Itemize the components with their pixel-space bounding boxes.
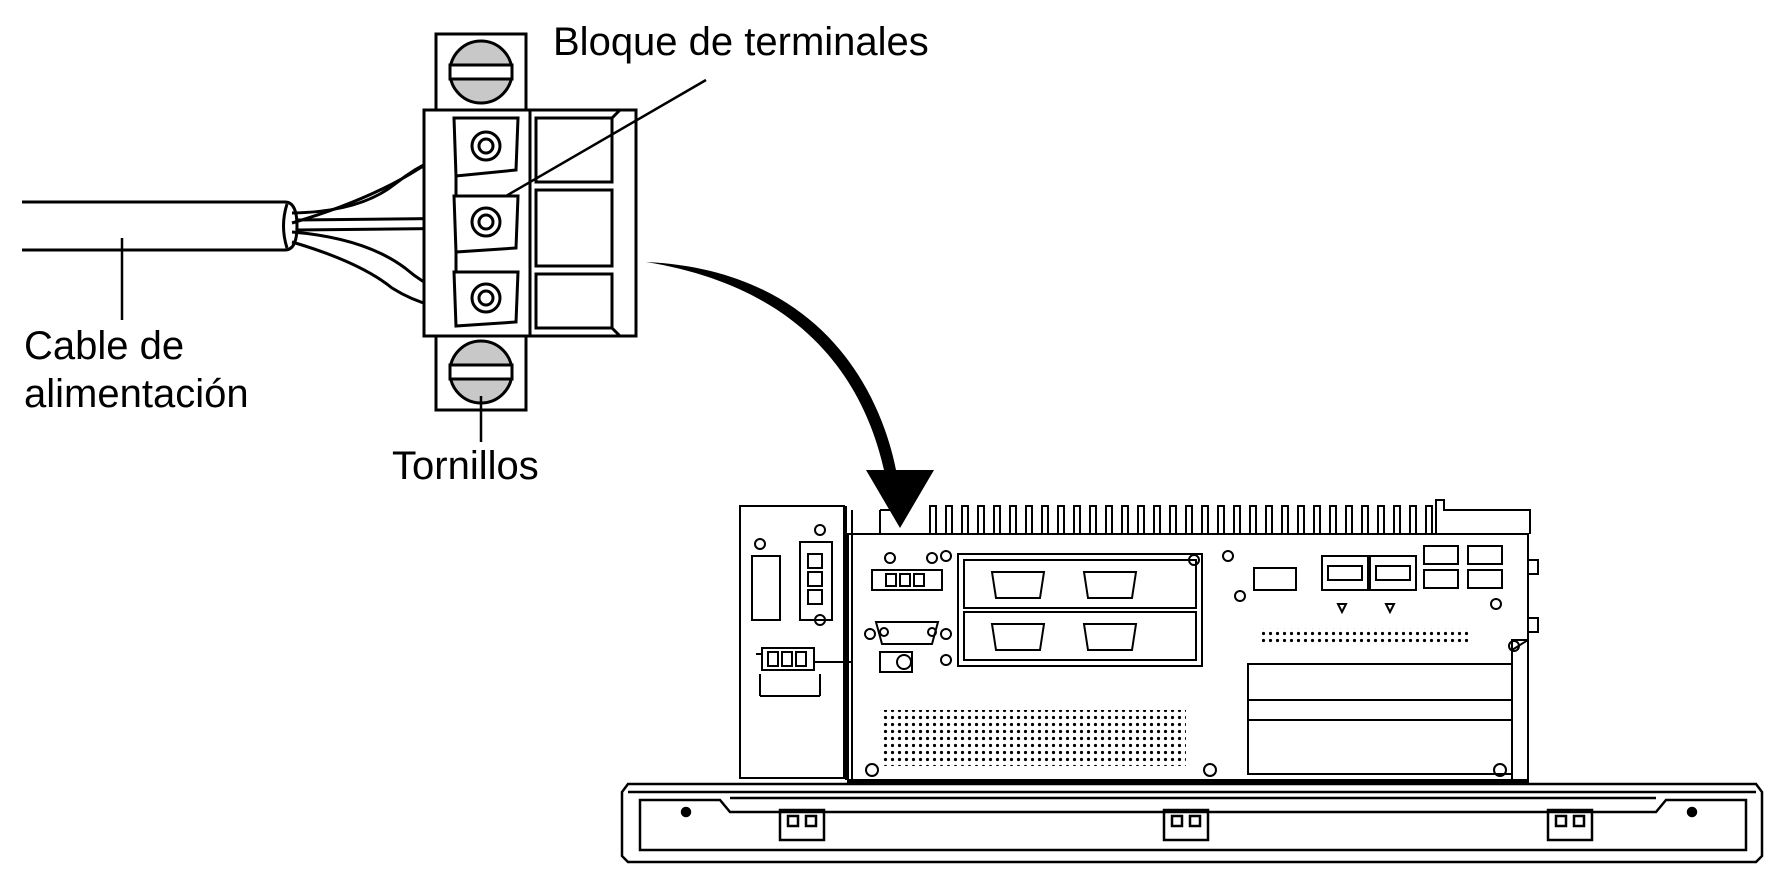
power-cable-label-line1: Cable de (24, 324, 185, 368)
insertion-arrow (646, 262, 934, 528)
clamp-screws (470, 130, 502, 314)
equipment-rear-view (739, 499, 1539, 783)
power-cable-label-line2: alimentación (24, 372, 249, 416)
screw-top (448, 39, 514, 105)
terminal-block-label: Bloque de terminales (553, 20, 929, 64)
ventilation (880, 628, 1472, 766)
power-cable (22, 200, 299, 252)
front-panel (620, 782, 1764, 864)
screws-label: Tornillos (392, 444, 539, 488)
leader-lines (120, 78, 707, 442)
power-cable-label: Cable de alimentación (24, 322, 249, 418)
terminal-block (422, 32, 638, 412)
screw-bottom (448, 339, 514, 405)
